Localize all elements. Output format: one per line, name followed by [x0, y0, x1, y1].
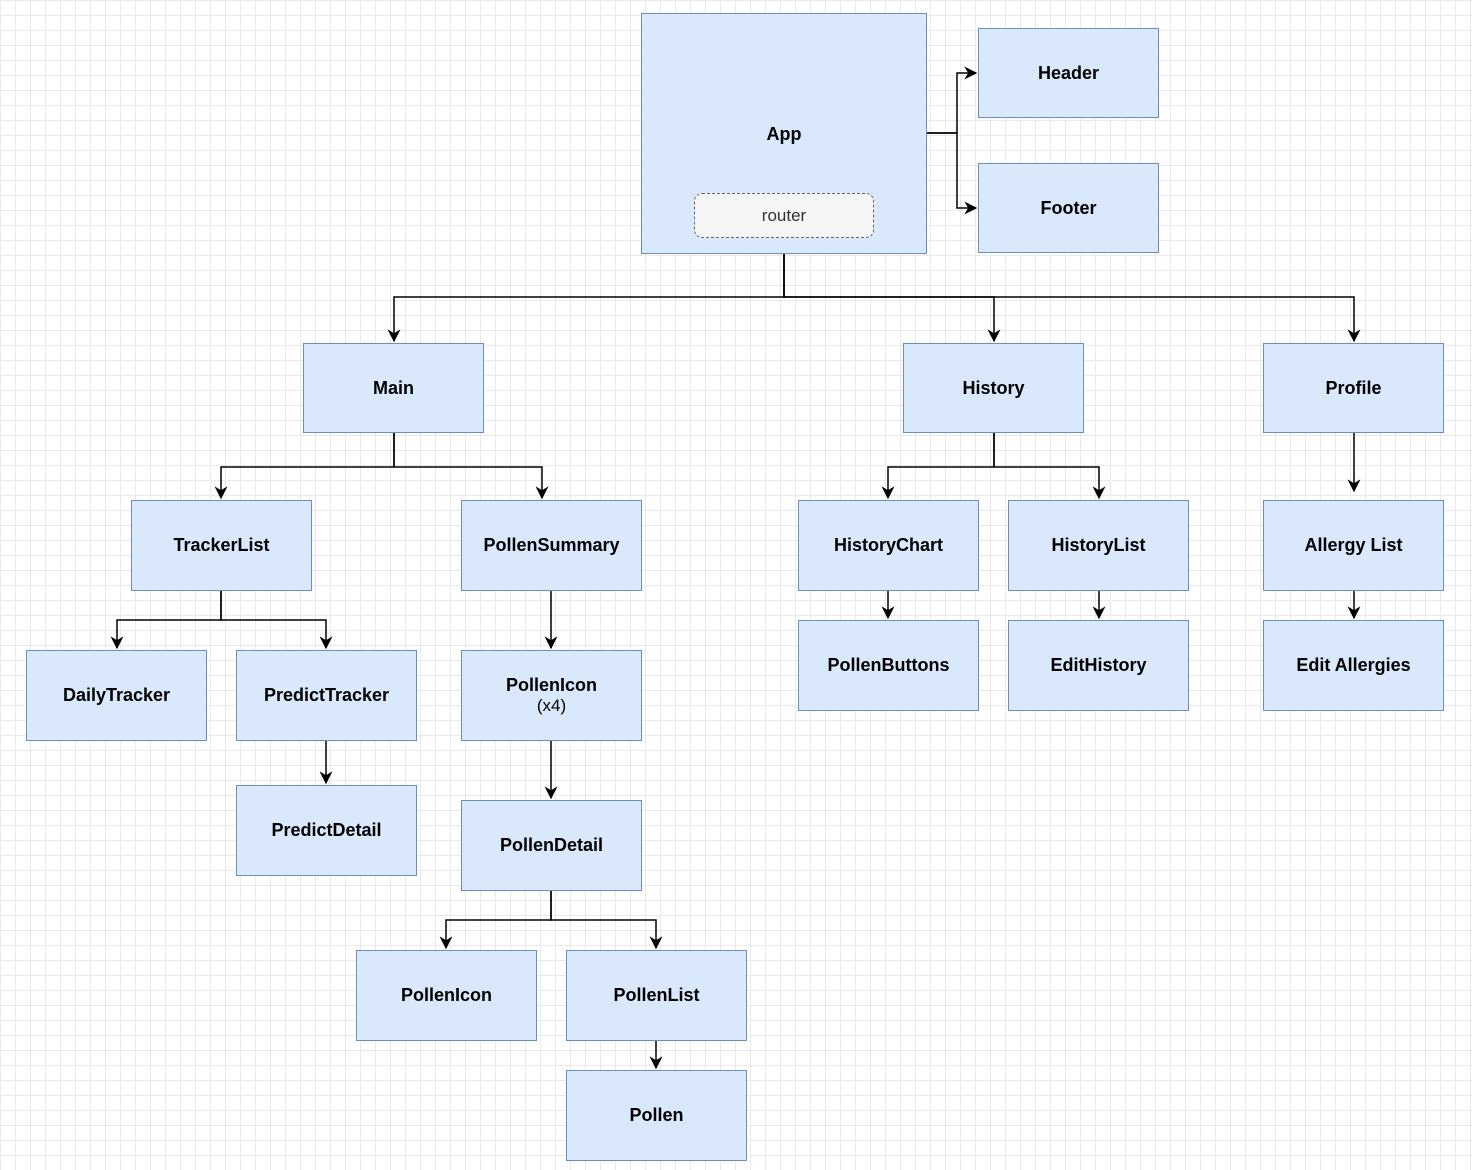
node-pollen-summary-label: PollenSummary	[483, 535, 620, 555]
node-pollen-buttons-label: PollenButtons	[827, 655, 950, 675]
node-pollen-icon-multi-label: PollenIcon	[505, 675, 597, 695]
node-footer: Footer	[978, 163, 1159, 253]
router-box: router	[694, 193, 874, 238]
node-pollen-detail: PollenDetail	[461, 800, 642, 891]
node-predict-detail-label: PredictDetail	[271, 820, 382, 840]
node-pollen: Pollen	[566, 1070, 747, 1161]
node-history-chart: HistoryChart	[798, 500, 979, 591]
node-pollen-label: Pollen	[629, 1105, 684, 1125]
edge-app-footer	[927, 132, 978, 215]
node-pollen-list-label: PollenList	[613, 985, 700, 1005]
node-history-list: HistoryList	[1008, 500, 1189, 591]
node-edit-allergies: Edit Allergies	[1263, 620, 1444, 711]
node-predict-tracker: PredictTracker	[236, 650, 417, 741]
node-pollen-icon-multi: PollenIcon (x4)	[461, 650, 642, 741]
edge-trackerlist-predicttracker	[220, 591, 333, 650]
node-footer-label: Footer	[1040, 197, 1097, 218]
node-edit-allergies-label: Edit Allergies	[1296, 655, 1411, 675]
node-pollen-icon-label: PollenIcon	[400, 985, 492, 1005]
edge-pollendetail-pollenlist	[550, 891, 663, 950]
node-tracker-list-label: TrackerList	[173, 535, 270, 555]
edge-main-pollensummary	[393, 433, 549, 500]
node-history-chart-label: HistoryChart	[833, 535, 944, 555]
node-daily-tracker: DailyTracker	[26, 650, 207, 741]
node-profile: Profile	[1263, 343, 1444, 433]
node-pollen-summary: PollenSummary	[461, 500, 642, 591]
node-pollen-icon: PollenIcon	[356, 950, 537, 1041]
edge-pollendetail-pollenicon	[439, 891, 552, 950]
edge-app-profile	[783, 254, 1361, 343]
node-main: Main	[303, 343, 484, 433]
node-allergy-list-label: Allergy List	[1304, 535, 1403, 555]
node-main-label: Main	[372, 377, 414, 398]
node-profile-label: Profile	[1325, 377, 1382, 398]
node-edit-history: EditHistory	[1008, 620, 1189, 711]
edge-app-header	[927, 66, 978, 134]
node-predict-tracker-label: PredictTracker	[263, 685, 390, 705]
edge-app-main	[387, 254, 785, 343]
node-header: Header	[978, 28, 1159, 118]
node-tracker-list: TrackerList	[131, 500, 312, 591]
edge-trackerlist-dailytracker	[110, 591, 222, 650]
edge-main-trackerlist	[214, 433, 395, 500]
node-daily-tracker-label: DailyTracker	[62, 685, 171, 705]
node-app-label: App	[766, 124, 802, 144]
node-edit-history-label: EditHistory	[1050, 655, 1147, 675]
node-predict-detail: PredictDetail	[236, 785, 417, 876]
edge-history-historychart	[881, 433, 995, 500]
node-pollen-buttons: PollenButtons	[798, 620, 979, 711]
node-pollen-list: PollenList	[566, 950, 747, 1041]
node-allergy-list: Allergy List	[1263, 500, 1444, 591]
node-history: History	[903, 343, 1084, 433]
node-pollen-detail-label: PollenDetail	[499, 835, 604, 855]
node-header-label: Header	[1037, 62, 1100, 83]
edge-history-historylist	[993, 433, 1106, 500]
node-history-label: History	[962, 377, 1025, 398]
node-pollen-icon-multi-count: (x4)	[536, 696, 567, 715]
node-history-list-label: HistoryList	[1051, 535, 1146, 555]
